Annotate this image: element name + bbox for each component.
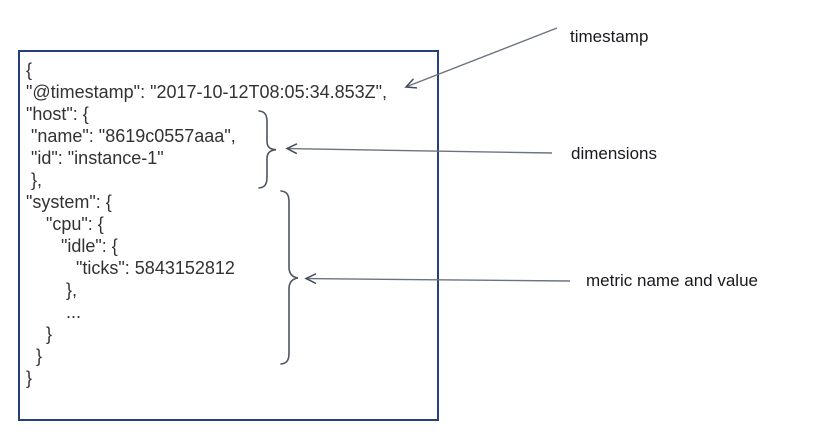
metric-label: metric name and value (586, 271, 758, 290)
timestamp-label: timestamp (570, 27, 649, 46)
json-snippet: { "@timestamp": "2017-10-12T08:05:34.853… (26, 60, 388, 388)
code-box: { "@timestamp": "2017-10-12T08:05:34.853… (18, 50, 439, 421)
dimensions-label: dimensions (571, 144, 657, 163)
